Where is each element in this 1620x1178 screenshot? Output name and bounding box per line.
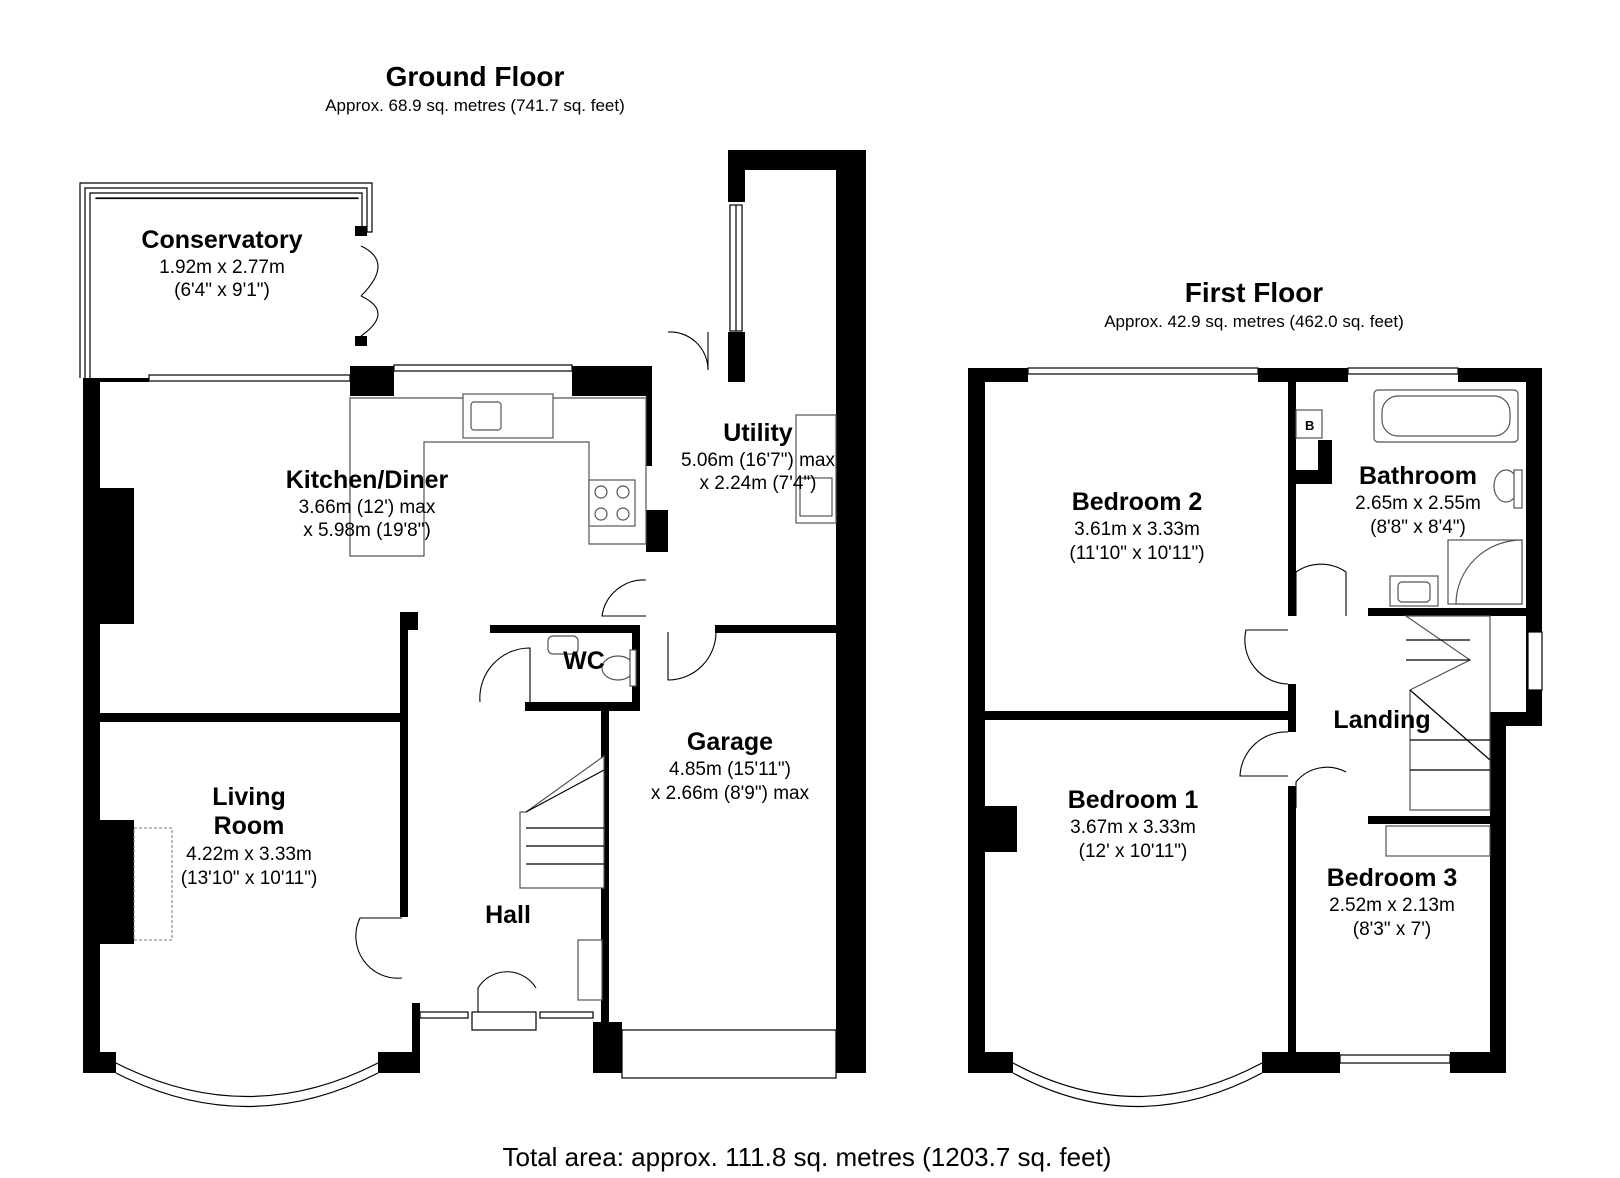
- conservatory-dim-imperial: (6'4" x 9'1"): [174, 280, 270, 301]
- living-name-1: Living: [212, 783, 286, 811]
- bedroom1-dim-1: 3.67m x 3.33m: [1070, 817, 1196, 838]
- utility-dim-2: x 2.24m (7'4"): [699, 473, 816, 494]
- utility-dim-1: 5.06m (16'7") max: [681, 450, 835, 471]
- bedroom3-dim-1: 2.52m x 2.13m: [1329, 895, 1455, 916]
- kitchen-dim-2: x 5.98m (19'8"): [303, 520, 431, 541]
- bathroom-name: Bathroom: [1359, 462, 1477, 490]
- first-floor-title: First Floor: [1185, 277, 1324, 308]
- conservatory-label: Conservatory 1.92m x 2.77m (6'4" x 9'1"): [141, 226, 302, 301]
- bedroom2-label: Bedroom 2 3.61m x 3.33m (11'10" x 10'11"…: [1069, 488, 1204, 564]
- wc-name: WC: [563, 647, 605, 675]
- total-area: Total area: approx. 111.8 sq. metres (12…: [503, 1142, 1112, 1172]
- boiler-label: B: [1305, 418, 1314, 433]
- ground-floor-title: Ground Floor: [386, 61, 565, 92]
- kitchen-label: Kitchen/Diner 3.66m (12') max x 5.98m (1…: [286, 466, 449, 541]
- living-room-label: Living Room 4.22m x 3.33m (13'10" x 10'1…: [181, 783, 318, 889]
- garage-label: Garage 4.85m (15'11") x 2.66m (8'9") max: [651, 728, 810, 804]
- conservatory-dim-metric: 1.92m x 2.77m: [159, 257, 285, 278]
- bedroom3-name: Bedroom 3: [1327, 864, 1458, 892]
- bathroom-dim-1: 2.65m x 2.55m: [1355, 493, 1481, 514]
- hall-name: Hall: [485, 901, 531, 929]
- bedroom1-label: Bedroom 1 3.67m x 3.33m (12' x 10'11"): [1068, 786, 1199, 862]
- utility-label: Utility 5.06m (16'7") max x 2.24m (7'4"): [681, 419, 835, 494]
- living-dim-1: 4.22m x 3.33m: [186, 844, 312, 865]
- bedroom3-dim-2: (8'3" x 7'): [1353, 919, 1431, 940]
- garage-dim-2: x 2.66m (8'9") max: [651, 783, 810, 804]
- bathroom-label: Bathroom 2.65m x 2.55m (8'8" x 8'4"): [1355, 462, 1481, 538]
- ground-floor-area: Approx. 68.9 sq. metres (741.7 sq. feet): [325, 96, 625, 115]
- bedroom2-name: Bedroom 2: [1072, 488, 1203, 516]
- bedroom2-dim-2: (11'10" x 10'11"): [1069, 543, 1204, 564]
- living-dim-2: (13'10" x 10'11"): [181, 868, 318, 889]
- ground-floor-fittings: [115, 204, 837, 1107]
- garage-dim-1: 4.85m (15'11"): [669, 759, 791, 780]
- bedroom3-label: Bedroom 3 2.52m x 2.13m (8'3" x 7'): [1327, 864, 1458, 940]
- utility-name: Utility: [723, 419, 793, 447]
- first-floor-area: Approx. 42.9 sq. metres (462.0 sq. feet): [1104, 312, 1404, 331]
- garage-name: Garage: [687, 728, 773, 756]
- conservatory-frame: [79, 182, 379, 378]
- bedroom1-dim-2: (12' x 10'11"): [1079, 841, 1188, 862]
- bathroom-dim-2: (8'8" x 8'4"): [1370, 517, 1466, 538]
- conservatory-name: Conservatory: [141, 226, 302, 254]
- ground-floor-doors: [355, 331, 717, 1012]
- kitchen-dim-1: 3.66m (12') max: [299, 497, 436, 518]
- bedroom1-name: Bedroom 1: [1068, 786, 1199, 814]
- ground-floor-walls: [83, 150, 866, 1073]
- bedroom2-dim-1: 3.61m x 3.33m: [1074, 519, 1200, 540]
- kitchen-name: Kitchen/Diner: [286, 466, 449, 494]
- first-floor-doors: [1239, 563, 1347, 808]
- first-floor-fittings: [1012, 367, 1543, 1107]
- living-name-2: Room: [214, 812, 285, 840]
- landing-name: Landing: [1333, 706, 1430, 734]
